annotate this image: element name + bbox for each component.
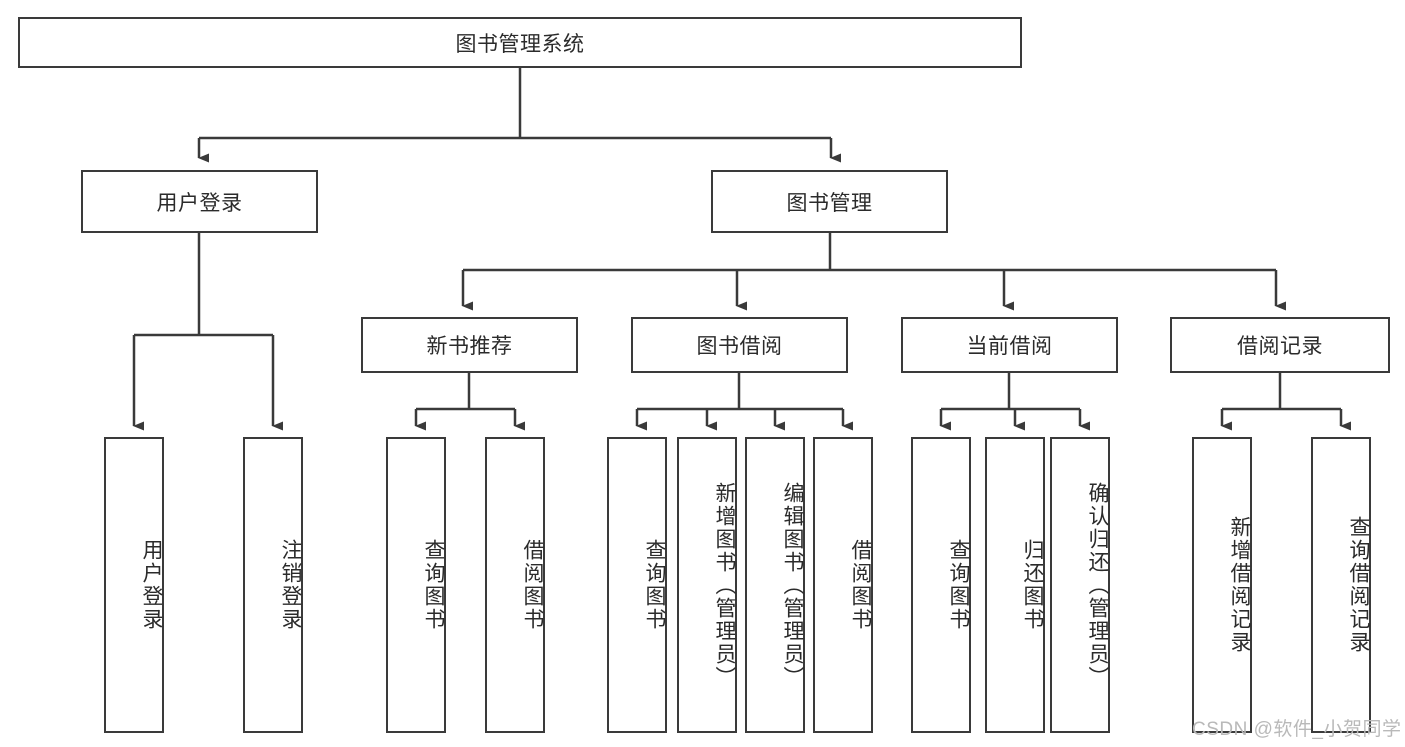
watermark: CSDN @软件_小贺同学 xyxy=(1192,714,1401,741)
node-leaf-add-book-admin-label: 新增图书（管理员） xyxy=(713,481,736,689)
node-leaf-add-borrow-record-label: 新增借阅记录 xyxy=(1228,516,1251,654)
node-leaf-add-book-admin[interactable]: 新增图书（管理员） xyxy=(677,437,737,733)
node-leaf-query-book-recommend[interactable]: 查询图书 xyxy=(386,437,446,733)
node-leaf-logout-login[interactable]: 注销登录 xyxy=(243,437,303,733)
edge-currentborrow-to-leaves xyxy=(939,373,1090,431)
node-leaf-confirm-return-admin-label: 确认归还（管理员） xyxy=(1086,481,1109,689)
node-current-borrow-label: 当前借阅 xyxy=(966,335,1053,358)
node-leaf-query-borrow-record-label: 查询借阅记录 xyxy=(1347,516,1370,654)
node-leaf-query-book-borrow[interactable]: 查询图书 xyxy=(607,437,667,733)
node-leaf-query-book-borrow-label: 查询图书 xyxy=(643,539,666,631)
node-borrow-record[interactable]: 借阅记录 xyxy=(1170,317,1390,373)
edge-bookmanage-to-level3 xyxy=(461,233,1286,311)
node-leaf-borrow-book-recommend-label: 借阅图书 xyxy=(521,539,544,631)
node-leaf-edit-book-admin-label: 编辑图书（管理员） xyxy=(781,481,804,689)
node-borrow-record-label: 借阅记录 xyxy=(1237,335,1323,358)
node-leaf-borrow-book-label: 借阅图书 xyxy=(849,539,872,631)
node-current-borrow[interactable]: 当前借阅 xyxy=(901,317,1118,373)
node-leaf-edit-book-admin[interactable]: 编辑图书（管理员） xyxy=(745,437,805,733)
node-leaf-add-borrow-record[interactable]: 新增借阅记录 xyxy=(1192,437,1252,733)
node-leaf-return-book[interactable]: 归还图书 xyxy=(985,437,1045,733)
node-leaf-return-book-label: 归还图书 xyxy=(1021,539,1044,631)
node-new-book-recommend[interactable]: 新书推荐 xyxy=(361,317,578,373)
edge-bookborrow-to-leaves xyxy=(635,373,853,431)
node-leaf-query-book-current[interactable]: 查询图书 xyxy=(911,437,971,733)
node-leaf-borrow-book-recommend[interactable]: 借阅图书 xyxy=(485,437,545,733)
node-leaf-user-login-label: 用户登录 xyxy=(140,539,163,631)
node-root-label: 图书管理系统 xyxy=(455,32,585,56)
node-book-manage[interactable]: 图书管理 xyxy=(711,170,948,233)
watermark-text: CSDN @软件_小贺同学 xyxy=(1192,719,1402,740)
node-leaf-borrow-book[interactable]: 借阅图书 xyxy=(813,437,873,733)
node-book-borrow-label: 图书借阅 xyxy=(696,335,783,358)
node-leaf-confirm-return-admin[interactable]: 确认归还（管理员） xyxy=(1050,437,1110,733)
node-leaf-logout-login-label: 注销登录 xyxy=(279,539,302,631)
node-user-login[interactable]: 用户登录 xyxy=(81,170,318,233)
node-leaf-user-login[interactable]: 用户登录 xyxy=(104,437,164,733)
edge-recommend-to-leaves xyxy=(414,373,525,431)
node-leaf-query-book-recommend-label: 查询图书 xyxy=(422,539,445,631)
edge-root-to-level2 xyxy=(197,68,841,163)
node-leaf-query-book-current-label: 查询图书 xyxy=(947,539,970,631)
node-book-borrow[interactable]: 图书借阅 xyxy=(631,317,848,373)
edge-borrowrecord-to-leaves xyxy=(1220,373,1351,431)
node-book-manage-label: 图书管理 xyxy=(786,191,873,215)
node-leaf-query-borrow-record[interactable]: 查询借阅记录 xyxy=(1311,437,1371,733)
edge-userlogin-to-leaves xyxy=(132,233,283,431)
node-root[interactable]: 图书管理系统 xyxy=(18,17,1022,68)
node-new-book-recommend-label: 新书推荐 xyxy=(426,335,513,358)
node-user-login-label: 用户登录 xyxy=(156,191,243,215)
